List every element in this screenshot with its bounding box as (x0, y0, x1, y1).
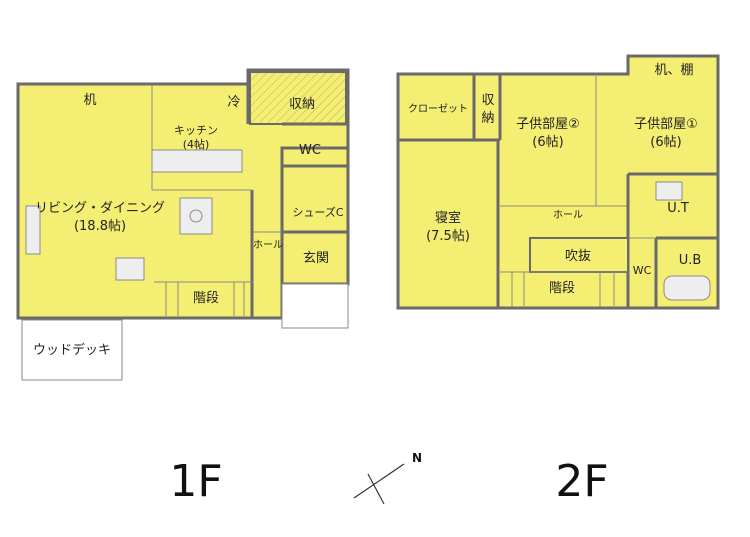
label-storage: 収納 (289, 97, 315, 112)
label-closet: クローゼット (408, 103, 468, 115)
label-child-room-1-size: (6帖) (650, 135, 681, 150)
label-wc-2f: WC (633, 264, 652, 277)
sofa (115, 257, 145, 281)
stairs-2f-treads (500, 271, 628, 306)
label-kitchen: キッチン (174, 124, 218, 137)
floor-label-2f: 2F (555, 456, 608, 507)
label-kitchen-size: (4帖) (183, 138, 210, 151)
label-void: 吹抜 (565, 248, 591, 264)
washbasin (655, 181, 683, 201)
label-child-room-2-size: (6帖) (532, 135, 563, 150)
label-child-room-1: 子供部屋① (634, 117, 698, 132)
label-stairs-1f: 階段 (193, 291, 219, 306)
kitchen-counter (151, 149, 243, 173)
label-wood-deck: ウッドデッキ (33, 342, 111, 358)
label-ut: U.T (667, 201, 689, 216)
wood-deck (21, 319, 123, 381)
stairs-1f-treads (154, 281, 252, 316)
label-ub: U.B (679, 253, 702, 268)
label-child-room-2: 子供部屋② (516, 117, 580, 132)
label-fridge: 冷 (227, 95, 240, 110)
label-living-dining: リビング・ダイニング (35, 201, 165, 216)
entrance-area (280, 146, 350, 286)
label-bedroom-size: (7.5帖) (426, 229, 470, 244)
label-hall-1f: ホール (253, 239, 283, 251)
compass-north-label: N (412, 451, 422, 465)
second-floor-area (396, 54, 720, 310)
porch (281, 283, 349, 329)
first-floor-plan: 机 冷 収納 キッチン (4帖) リビング・ダイニング (18.8帖) WC シ… (16, 68, 350, 507)
bathtub (663, 275, 711, 301)
label-entrance: 玄関 (303, 251, 329, 266)
label-hall-2f: ホール (553, 209, 583, 221)
label-bedroom: 寝室 (435, 210, 461, 226)
floor-label-1f: 1F (169, 456, 222, 507)
label-storage-2f-top: 収 (481, 93, 494, 108)
tv-board (25, 205, 41, 255)
north-compass: N (353, 451, 422, 505)
label-shoe-closet: シューズC (292, 205, 343, 219)
label-living-dining-size: (18.8帖) (74, 219, 126, 234)
label-storage-2f-bottom: 納 (481, 111, 494, 126)
second-floor-plan: クローゼット 収 納 子供部屋② (6帖) 机、棚 子供部屋① (6帖) ホール… (396, 54, 720, 507)
label-wc-1f: WC (299, 143, 321, 158)
table-centre (189, 209, 203, 223)
label-desk: 机 (83, 93, 96, 108)
label-desk-shelf: 机、棚 (654, 63, 693, 78)
label-stairs-2f: 階段 (549, 281, 575, 296)
compass-arrow-icon (353, 463, 405, 499)
